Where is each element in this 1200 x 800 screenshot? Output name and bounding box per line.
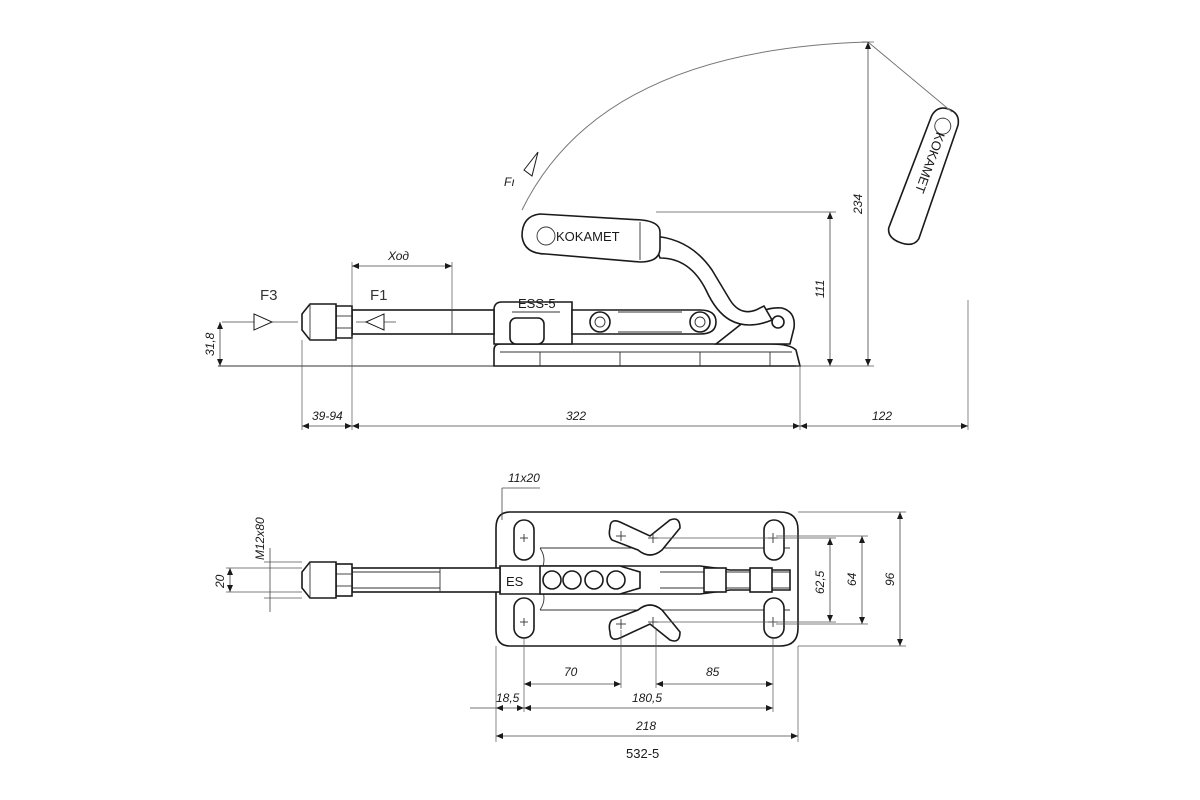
swing-arc [521,41,869,211]
dim-11x20-label: 11x20 [508,471,540,485]
force-f3-label: F3 [260,287,278,304]
dim-18-5-label: 18,5 [496,691,520,705]
dim-122-label: 122 [872,409,892,423]
top-plunger-tip [301,561,337,599]
side-view: ESS-5 KOKAMET KOKAMET [218,41,960,367]
dim-70-label: 70 [564,665,578,679]
stroke-label: Ход [387,249,409,263]
mount-slot-v-top [608,518,681,556]
dim-85-label: 85 [706,665,720,679]
dim-31-8-label: 31,8 [203,332,217,356]
mount-slot-tr [763,519,785,561]
dim-31-8: 31,8 [203,322,223,366]
top-view: ES [301,511,799,647]
housing-marking: ESS-5 [518,296,556,311]
force-f1-label: F1 [370,287,388,304]
dim-62-5-label: 62,5 [813,570,827,594]
dim-234-label: 234 [851,194,865,215]
force-fi: Fı [504,151,539,189]
dim-20-label: 20 [213,574,227,589]
dim-64-label: 64 [845,572,859,586]
dim-218-label: 218 [635,719,656,733]
top-view-dims: 20 M12x80 11x20 62,5 64 96 70 85 [213,471,906,742]
dim-180-5-label: 180,5 [632,691,662,705]
mount-slot-bl [513,597,535,639]
side-bottom-dims: 39-94 322 122 [301,300,969,430]
force-f1: F1 [356,287,396,331]
force-fi-label: Fı [504,175,515,189]
dim-322-label: 322 [566,409,586,423]
dim-111-label: 111 [813,280,827,298]
force-f3: F3 [222,287,298,331]
handle-grip-low [521,213,661,263]
handle-arm [650,235,774,326]
mount-slot-tl [513,519,535,561]
model-code: 532-5 [626,746,659,761]
top-hex-nut [335,563,353,597]
top-marking: ES [506,574,524,589]
dim-96-label: 96 [883,572,897,586]
brand-text-low: KOKAMET [556,229,620,244]
plunger-tip [301,303,337,341]
mount-slot-br [763,597,785,639]
dim-m12x80-label: M12x80 [253,517,267,560]
side-height-dims: 111 234 [656,41,874,367]
handle-grip-raised: KOKAMET [887,107,960,246]
dim-39-94-label: 39-94 [312,409,343,423]
mount-slot-v-bottom [608,604,681,642]
hex-nut [335,305,353,339]
stroke-dimension: Ход [351,249,453,310]
